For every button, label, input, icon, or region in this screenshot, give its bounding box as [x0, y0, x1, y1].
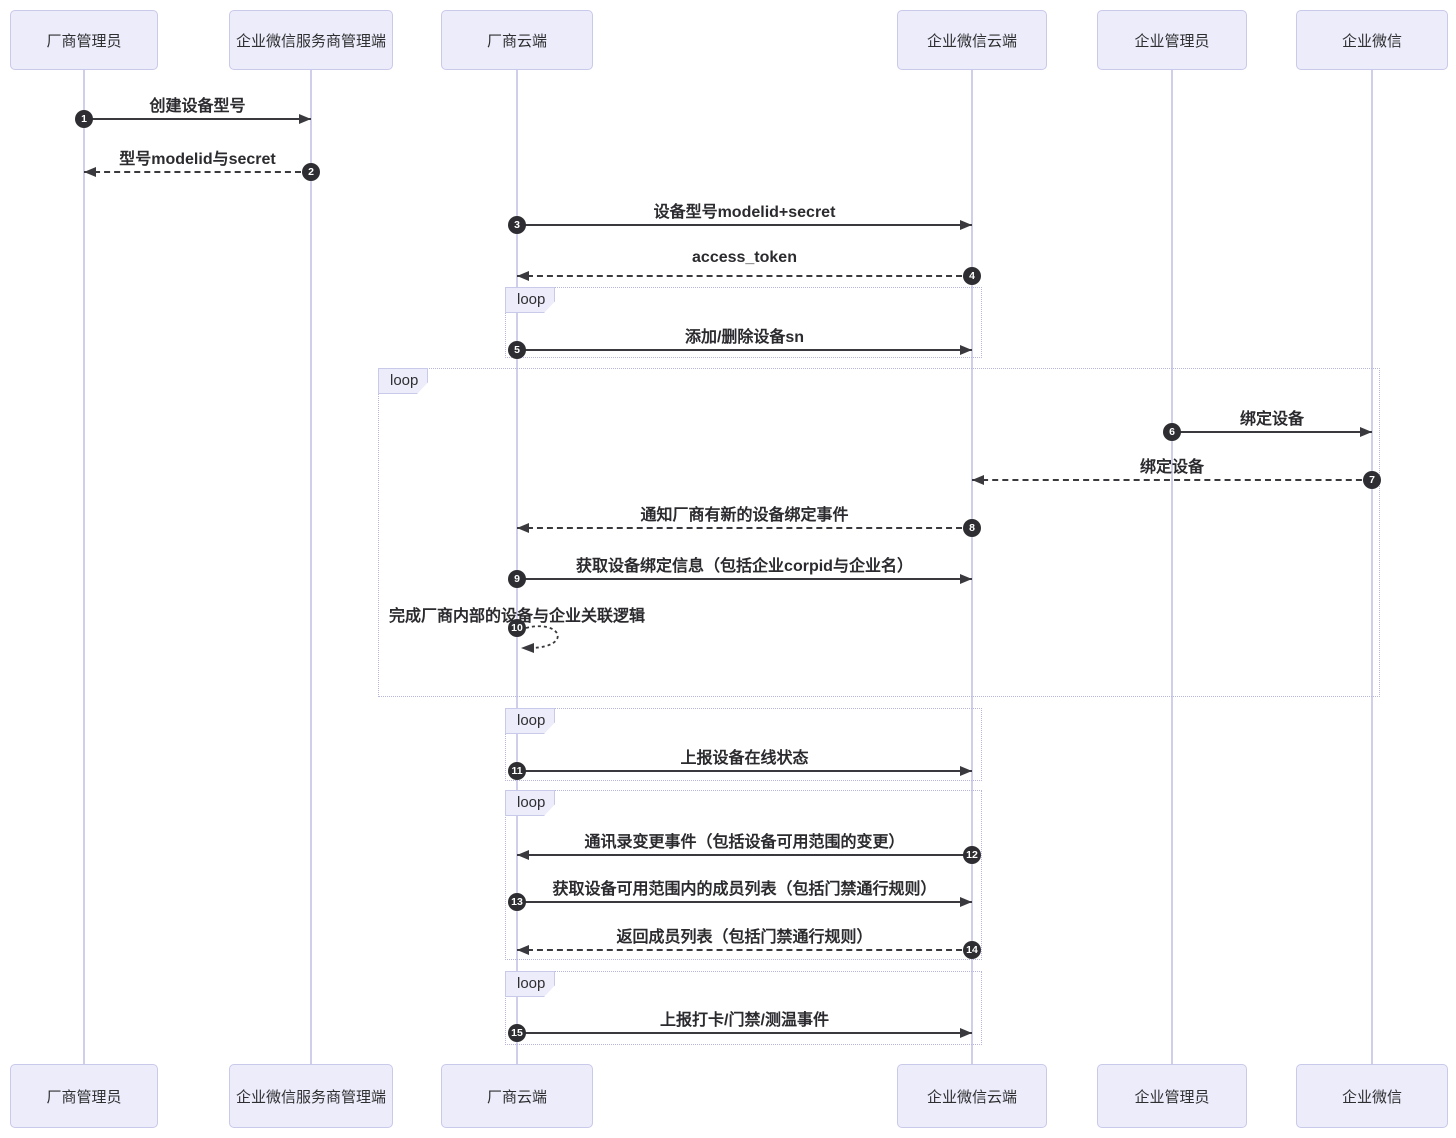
message-line [517, 901, 972, 903]
arrowhead-icon [960, 345, 972, 355]
message-number-badge: 6 [1163, 423, 1181, 441]
lifeline-wecom-provider-console [310, 70, 312, 1064]
actor-bottom-wecom-app: 企业微信 [1296, 1064, 1448, 1128]
message-number-badge: 13 [508, 893, 526, 911]
message-label: 设备型号modelid+secret [653, 204, 836, 221]
message-line [517, 224, 972, 226]
arrowhead-icon [1360, 427, 1372, 437]
actor-bottom-corp-admin: 企业管理员 [1097, 1064, 1247, 1128]
message-line [517, 854, 972, 856]
arrowhead-icon [960, 766, 972, 776]
message-label: 通知厂商有新的设备绑定事件 [640, 507, 849, 524]
message-line [84, 118, 311, 120]
actor-bottom-vendor-cloud: 厂商云端 [441, 1064, 593, 1128]
message-label: 上报设备在线状态 [680, 750, 809, 767]
arrowhead-icon [960, 574, 972, 584]
message-line [972, 479, 1372, 481]
message-line [517, 578, 972, 580]
lifeline-wecom-app [1371, 70, 1373, 1064]
loop-fragment [505, 790, 982, 960]
message-line [517, 275, 972, 277]
message-label: 绑定设备 [1139, 459, 1205, 476]
loop-fragment [505, 287, 982, 358]
loop-fragment [378, 368, 1380, 697]
arrowhead-icon [84, 167, 96, 177]
actor-bottom-wecom-provider-console: 企业微信服务商管理端 [229, 1064, 393, 1128]
arrowhead-icon [299, 114, 311, 124]
arrowhead-icon [960, 220, 972, 230]
arrowhead-icon [517, 523, 529, 533]
lifeline-vendor-admin [83, 70, 85, 1064]
arrowhead-icon [517, 850, 529, 860]
actor-top-vendor-admin: 厂商管理员 [10, 10, 158, 70]
message-label: 获取设备绑定信息（包括企业corpid与企业名） [576, 558, 913, 575]
message-label: 绑定设备 [1239, 411, 1305, 428]
message-number-badge: 5 [508, 341, 526, 359]
arrowhead-icon [960, 1028, 972, 1038]
loop-fragment-label: loop [378, 368, 428, 394]
message-line [84, 171, 311, 173]
arrowhead-icon [517, 271, 529, 281]
message-number-badge: 3 [508, 216, 526, 234]
message-number-badge: 15 [508, 1024, 526, 1042]
arrowhead-icon [517, 945, 529, 955]
loop-fragment-label: loop [505, 971, 555, 997]
message-number-badge: 9 [508, 570, 526, 588]
message-number-badge: 4 [963, 267, 981, 285]
message-line [517, 949, 972, 951]
message-number-badge: 14 [963, 941, 981, 959]
message-label: 完成厂商内部的设备与企业关联逻辑 [388, 608, 646, 625]
message-number-badge: 1 [75, 110, 93, 128]
message-label: 型号modelid与secret [119, 151, 276, 168]
message-number-badge: 11 [508, 762, 526, 780]
actor-bottom-wecom-cloud: 企业微信云端 [897, 1064, 1047, 1128]
actor-top-corp-admin: 企业管理员 [1097, 10, 1247, 70]
self-message-arrow [519, 620, 577, 660]
message-label: 返回成员列表（包括门禁通行规则） [616, 929, 873, 946]
message-label: 创建设备型号 [149, 98, 246, 115]
loop-fragment [505, 971, 982, 1045]
message-number-badge: 2 [302, 163, 320, 181]
message-number-badge: 10 [508, 619, 526, 637]
message-line [517, 770, 972, 772]
message-label: 通讯录变更事件（包括设备可用范围的变更） [584, 834, 905, 851]
loop-fragment [505, 708, 982, 781]
loop-fragment-label: loop [505, 708, 555, 734]
message-line [517, 1032, 972, 1034]
message-line [517, 527, 972, 529]
loop-fragment-label: loop [505, 287, 555, 313]
lifeline-vendor-cloud [516, 70, 518, 1064]
message-number-badge: 7 [1363, 471, 1381, 489]
actor-top-wecom-app: 企业微信 [1296, 10, 1448, 70]
message-line [1172, 431, 1372, 433]
arrowhead-icon [960, 897, 972, 907]
message-line [517, 349, 972, 351]
message-number-badge: 8 [963, 519, 981, 537]
actor-top-wecom-cloud: 企业微信云端 [897, 10, 1047, 70]
lifeline-wecom-cloud [971, 70, 973, 1064]
message-label: 获取设备可用范围内的成员列表（包括门禁通行规则） [552, 881, 937, 898]
message-number-badge: 12 [963, 846, 981, 864]
message-label: 上报打卡/门禁/测温事件 [660, 1012, 829, 1029]
loop-fragment-label: loop [505, 790, 555, 816]
message-label: access_token [692, 249, 797, 266]
self-loop-icon [521, 625, 559, 653]
actor-top-vendor-cloud: 厂商云端 [441, 10, 593, 70]
message-label: 添加/删除设备sn [684, 329, 805, 346]
arrowhead-icon [972, 475, 984, 485]
actor-bottom-vendor-admin: 厂商管理员 [10, 1064, 158, 1128]
lifeline-corp-admin [1171, 70, 1173, 1064]
actor-top-wecom-provider-console: 企业微信服务商管理端 [229, 10, 393, 70]
